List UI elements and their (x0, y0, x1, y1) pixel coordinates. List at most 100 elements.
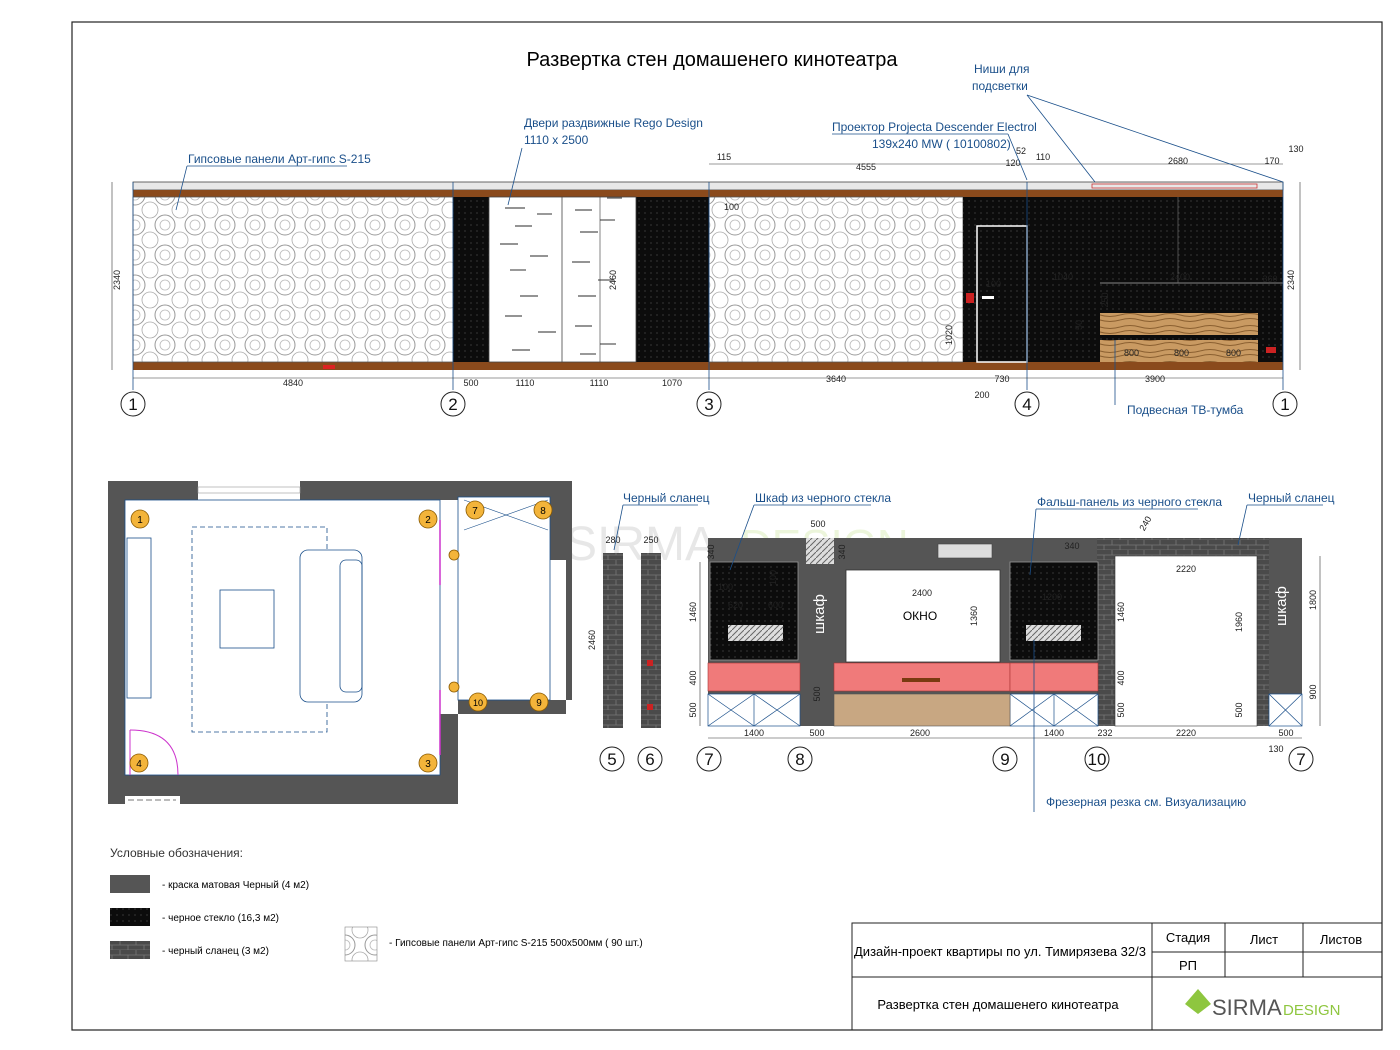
dim-500: 500 (463, 378, 478, 388)
dim-500a: 500 (688, 702, 698, 717)
dim-1400a: 1400 (744, 728, 764, 738)
label-cabinet-right: шкаф (1273, 586, 1290, 626)
label-slate-2: Черный сланец (1248, 491, 1335, 505)
glass-panel-a (453, 197, 489, 362)
dim-130: 130 (1268, 744, 1283, 754)
dim-1110a: 1110 (516, 378, 535, 388)
label-window: ОКНО (903, 609, 937, 623)
label-doors-2: 1110 х 2500 (524, 133, 589, 147)
axis-3: 3 (704, 395, 713, 414)
stage-value: РП (1179, 958, 1197, 973)
dim-200: 200 (974, 390, 989, 400)
label-glass-cabinet: Шкаф из черного стекла (755, 491, 891, 505)
window (845, 569, 1001, 663)
label-gypsum: Гипсовые панели Арт-гипс S-215 (188, 152, 371, 166)
dim-240: 240 (1137, 514, 1153, 532)
dim-500b: 500 (1116, 702, 1126, 717)
tv-stand-top (1100, 313, 1258, 335)
dim-400b: 400 (1116, 670, 1126, 685)
dim-800c: 800 (1226, 348, 1241, 358)
dim-1070: 1070 (662, 378, 682, 388)
dim-2460: 2460 (587, 630, 597, 650)
dim-340a: 340 (706, 544, 716, 559)
ceiling-strip (132, 181, 1284, 191)
bottom-axis-markers (599, 746, 1314, 772)
dim-250: 250 (643, 535, 658, 545)
axis-1-end: 1 (1280, 395, 1289, 414)
label-false-panel: Фальш-панель из черного стекла (1037, 495, 1222, 509)
label-projector-2: 139х240 MW ( 10100802) (872, 137, 1011, 151)
plan-marker-2: 2 (425, 515, 431, 526)
dim-50: 50 (1074, 320, 1084, 330)
glass-panel-c (963, 197, 1283, 362)
dim-100b: 100 (768, 570, 778, 585)
dim-2220-bottom: 2220 (1176, 728, 1196, 738)
axis-1: 1 (128, 395, 137, 414)
company-logo: SIRMA DESIGN (1185, 989, 1341, 1020)
plan-marker-1: 1 (137, 515, 143, 526)
dim-1460b: 1460 (1116, 602, 1126, 622)
label-doors-1: Двери раздвижные Rego Design (524, 116, 703, 130)
dim-340b: 340 (837, 544, 847, 559)
dim-100a: 100 (718, 582, 733, 592)
dim-170: 170 (1264, 156, 1279, 166)
dim-130: 130 (1288, 144, 1303, 154)
sheet-name: Развертка стен домашенего кинотеатра (877, 997, 1119, 1012)
page-title: Развертка стен домашенего кинотеатра (527, 49, 899, 71)
plan-marker-3: 3 (425, 759, 431, 770)
label-niches-2: подсветки (972, 79, 1028, 93)
slate-strip-5 (603, 553, 623, 728)
axis-4: 4 (1022, 395, 1031, 414)
bottom-wood-strip (133, 362, 1283, 370)
dim-340c: 340 (1064, 541, 1079, 551)
dim-250: 250 (1100, 292, 1110, 307)
dim-110: 110 (1036, 152, 1050, 162)
dim-2400: 2400 (912, 588, 932, 598)
dim-120: 120 (1005, 158, 1020, 168)
legend-swatch-glass (110, 908, 150, 926)
dim-1460a: 1460 (688, 602, 698, 622)
logo-word1: SIRMA (1212, 995, 1282, 1020)
dim-2340-left: 2340 (112, 270, 122, 290)
dim-115: 115 (717, 152, 731, 162)
dim-600: 600 (768, 600, 783, 610)
dim-3900: 3900 (1145, 374, 1165, 384)
axis-5: 5 (607, 750, 616, 769)
axis-7: 7 (704, 750, 713, 769)
dim-500c: 500 (1234, 702, 1244, 717)
plan-marker-8: 8 (540, 506, 546, 517)
axis-7-end: 7 (1296, 750, 1305, 769)
door-pattern (500, 197, 622, 355)
glass-cabinet-left (709, 561, 799, 661)
label-tv-stand: Подвесная ТВ-тумба (1127, 403, 1244, 417)
dim-2460: 2460 (608, 270, 618, 290)
legend-item-gypsum: - Гипсовые панели Арт-гипс S-215 500х500… (389, 938, 643, 949)
dim-1960: 1960 (1234, 612, 1244, 632)
bench-base (833, 693, 1011, 727)
dim-900: 900 (1308, 684, 1318, 699)
dim-100b: 100 (986, 279, 1001, 289)
title-block (851, 922, 1383, 1031)
legend: Условные обозначения: - краска матовая Ч… (110, 846, 643, 962)
dim-100: 100 (724, 202, 739, 212)
plan-marker-4: 4 (136, 759, 142, 770)
dim-4840: 4840 (283, 378, 303, 388)
top-wood-strip (133, 190, 1283, 197)
plan-markers (129, 500, 553, 773)
dim-1040: 1040 (1053, 272, 1073, 282)
axis-10: 10 (1088, 750, 1107, 769)
bottom-elevation: шкаф шкаф ОКНО 280 250 2460 500 340 340 … (587, 491, 1335, 812)
dim-1800: 1800 (1308, 590, 1318, 610)
dim-400a: 400 (688, 670, 698, 685)
plan-marker-10: 10 (473, 698, 483, 708)
dim-4555: 4555 (856, 162, 876, 172)
axis-8: 8 (795, 750, 804, 769)
wall-opening (1114, 555, 1258, 727)
dim-800b: 800 (1174, 348, 1189, 358)
label-niches-1: Ниши для (974, 62, 1030, 76)
dim-800a: 800 (1124, 348, 1139, 358)
dim-1360: 1360 (969, 606, 979, 626)
dim-280: 280 (605, 535, 620, 545)
header-stage: Стадия (1166, 930, 1210, 945)
axis-9: 9 (1000, 750, 1009, 769)
